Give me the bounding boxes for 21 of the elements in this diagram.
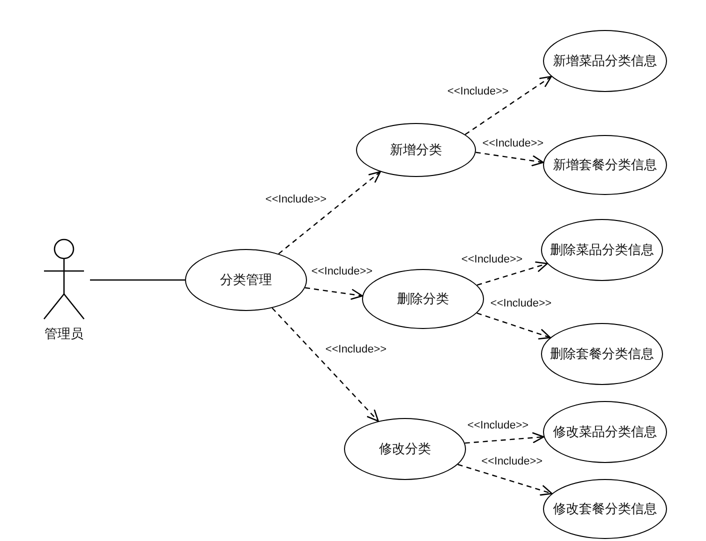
- use-case-label: 修改套餐分类信息: [553, 501, 657, 517]
- use-case-label: 删除套餐分类信息: [550, 346, 654, 362]
- use-case-label: 删除菜品分类信息: [550, 242, 654, 258]
- use-case-label: 修改菜品分类信息: [553, 424, 657, 440]
- actor-label: 管理员: [44, 326, 84, 342]
- include-arrow: [278, 171, 381, 254]
- use-case-label: 新增套餐分类信息: [553, 157, 657, 173]
- include-arrow: [458, 464, 552, 496]
- use-case-label: 新增分类: [390, 142, 442, 158]
- include-arrow: [464, 76, 552, 136]
- use-case-label: 修改分类: [379, 441, 431, 457]
- include-arrow: [464, 432, 544, 444]
- use-case-label: 删除分类: [397, 291, 449, 307]
- association-line: [90, 279, 185, 281]
- include-arrow: [476, 261, 548, 286]
- include-arrow: [476, 312, 551, 340]
- include-arrow: [272, 308, 379, 422]
- include-arrow: [476, 152, 544, 166]
- include-arrow: [304, 287, 363, 300]
- use-case-label: 分类管理: [220, 272, 272, 288]
- use-case-label: 新增菜品分类信息: [553, 53, 657, 69]
